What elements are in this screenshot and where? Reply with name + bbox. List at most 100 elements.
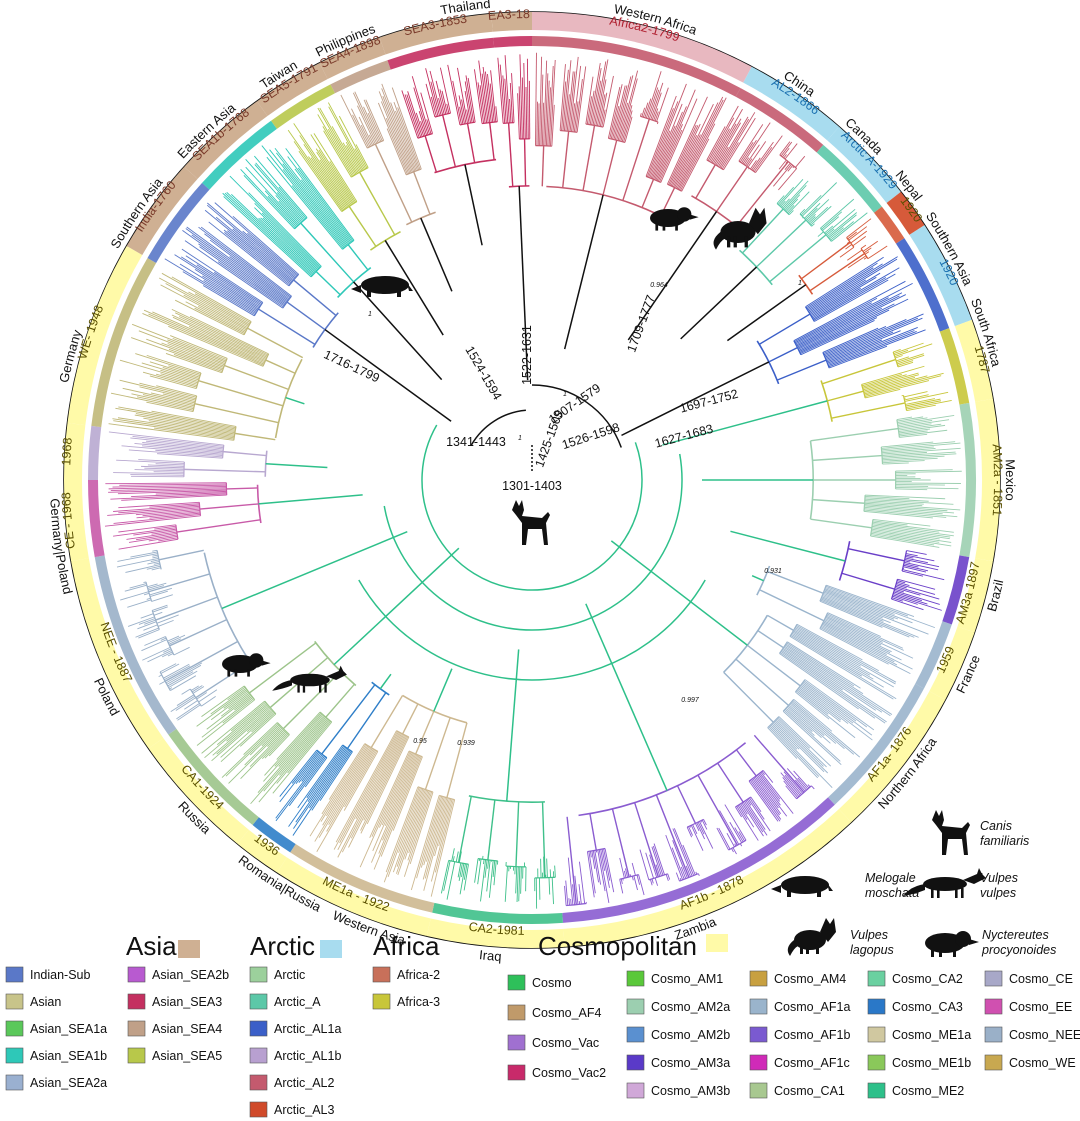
support-value: 1: [798, 280, 802, 287]
clade-strip-23: [330, 60, 391, 94]
tip-branch: [318, 149, 354, 204]
clade-band-africa2-1799-1: [532, 12, 752, 83]
tip-branch: [864, 508, 958, 518]
tip-branch: [783, 771, 804, 794]
tip-branch: [459, 106, 464, 125]
tip-branch: [831, 212, 868, 242]
tip-branch: [893, 591, 923, 602]
tip-branch: [839, 246, 855, 258]
tip-branch: [645, 71, 662, 119]
tip-branch: [140, 613, 154, 619]
tip-branch: [898, 424, 946, 432]
tip-branch: [748, 167, 750, 170]
legend-label-asian: Asian: [30, 995, 61, 1009]
tip-branch: [821, 623, 913, 670]
tip-branch: [817, 231, 824, 237]
tip-branch: [789, 703, 837, 744]
sub-branch: [184, 468, 266, 473]
tip-branch: [651, 846, 662, 877]
tip-branch: [795, 626, 897, 683]
legend-swatch-cosmo-ce: [984, 970, 1003, 987]
tip-branch: [146, 354, 202, 374]
clade-band-1920-5: [909, 225, 972, 327]
tip-branch: [737, 805, 748, 820]
tip-branch: [673, 103, 714, 188]
tip-branch: [328, 748, 374, 825]
tip-branch: [566, 71, 574, 132]
tip-branch: [636, 874, 641, 885]
clade-strip-22: [271, 84, 335, 129]
tip-branch: [896, 416, 913, 421]
legend-swatch-cosmo-am3a: [626, 1054, 645, 1071]
tip-branch: [298, 753, 322, 783]
tip-branch: [794, 297, 878, 343]
tip-branch: [673, 828, 695, 876]
tip-branch: [351, 108, 371, 147]
tip-branch: [773, 721, 825, 773]
tip-branch: [646, 108, 674, 178]
tip-branch: [786, 768, 807, 791]
tip-branch: [310, 157, 347, 209]
tip-branch: [715, 122, 742, 166]
tip-branch: [199, 246, 285, 307]
tip-branch: [154, 525, 177, 530]
tip-branch: [650, 82, 664, 120]
tip-branch: [739, 142, 754, 163]
tip-branch: [551, 104, 555, 147]
tip-branch: [158, 674, 162, 678]
tip-branch: [297, 167, 354, 242]
tip-branch: [904, 391, 949, 402]
tip-branch: [814, 279, 889, 322]
clade-branches-12: [440, 795, 556, 909]
tip-branch: [680, 123, 716, 191]
tip-branch: [585, 76, 594, 125]
tip-branch: [303, 143, 348, 209]
tip-branch: [110, 493, 227, 500]
tip-branch: [806, 199, 830, 221]
tip-branch: [677, 99, 724, 190]
tip-branch: [852, 236, 867, 247]
tip-branch: [767, 727, 798, 759]
tip-branch: [446, 861, 456, 900]
tip-branch: [801, 683, 854, 724]
legend-label-cosmo-ca1: Cosmo_CA1: [774, 1084, 845, 1098]
backbone-branch-17: [258, 494, 363, 505]
tip-branch: [441, 90, 448, 114]
tip-branch: [649, 854, 658, 878]
clade-band-sea3-1853-24: [379, 13, 493, 55]
clade-branches-16: [116, 549, 251, 721]
tip-branch: [778, 716, 832, 767]
tip-branch: [487, 74, 494, 123]
tip-branch: [438, 798, 452, 847]
tip-branch: [169, 687, 173, 690]
legend-swatch-cosmo-we: [984, 1054, 1003, 1071]
backbone-branch-8: [730, 530, 846, 562]
tip-branch: [118, 524, 176, 533]
clade-strip-5: [895, 238, 950, 332]
tip-branch: [220, 712, 276, 763]
tip-branch: [191, 685, 203, 693]
tip-branch: [149, 512, 201, 519]
tip-branch: [689, 825, 692, 828]
tip-branch: [142, 394, 195, 407]
sub-branch: [812, 454, 883, 462]
sub-branch: [759, 589, 825, 622]
tip-branch: [121, 445, 223, 455]
clade-band-af1a-1876-10: [838, 691, 946, 823]
tip-branch: [149, 361, 200, 378]
tip-branch: [899, 433, 928, 438]
tip-branch: [570, 898, 572, 906]
tip-branch: [267, 729, 285, 748]
tip-branch: [893, 342, 924, 355]
tip-branch: [216, 707, 271, 755]
tip-branch: [124, 584, 147, 592]
backbone-branch-23: [420, 217, 453, 292]
tip-branch: [897, 416, 924, 422]
tip-branch: [897, 419, 950, 428]
tip-branch: [231, 194, 315, 274]
tip-branch: [122, 387, 195, 405]
arctic-fox-icon: [713, 207, 767, 250]
clade-strip-21: [202, 120, 277, 190]
sub-branch: [655, 794, 690, 878]
